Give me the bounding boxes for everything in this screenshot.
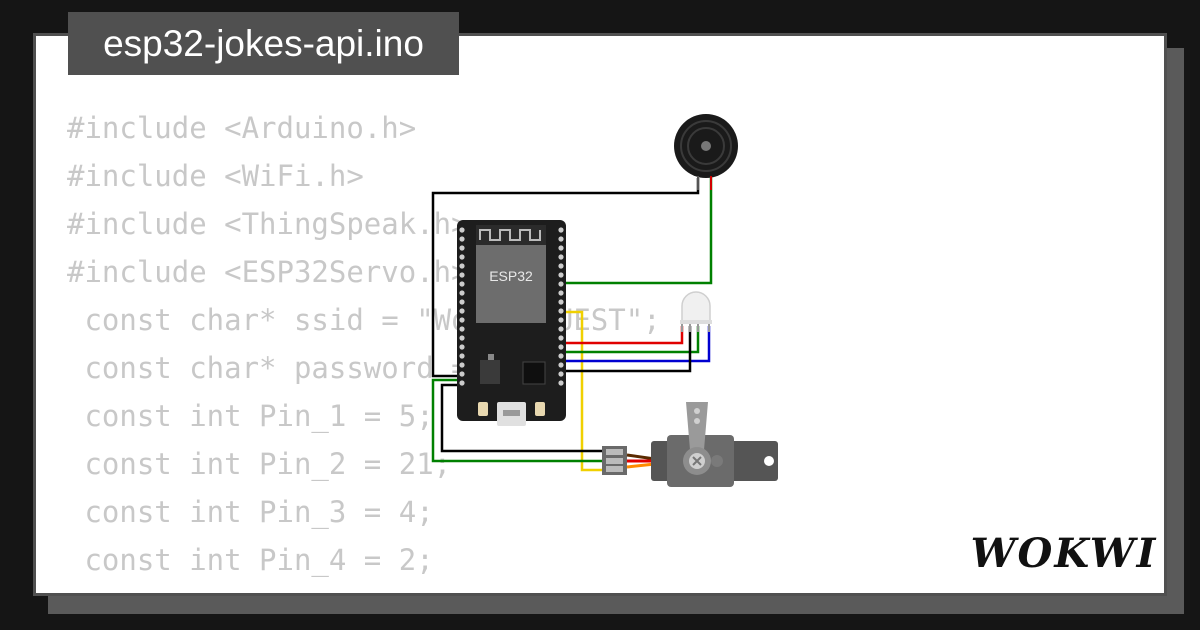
code-line: const int Pin_1 = 5; — [67, 399, 434, 433]
code-line: #include <WiFi.h> — [67, 159, 364, 193]
buzzer[interactable] — [674, 114, 738, 190]
code-line: const int Pin_3 = 4; — [67, 495, 434, 529]
code-line: const int Pin_4 = 2; — [67, 543, 434, 577]
rgb-led[interactable] — [680, 291, 712, 332]
wokwi-logo: WOKWI — [971, 530, 1158, 577]
esp32-chip-label: ESP32 — [489, 268, 533, 284]
esp32-board[interactable]: ESP32 — [457, 220, 566, 426]
code-background: #include <Arduino.h> #include <WiFi.h> #… — [67, 104, 661, 593]
wire-led-gnd — [565, 326, 692, 373]
file-name-tab: esp32-jokes-api.ino — [68, 12, 459, 75]
wire-servo-gnd — [440, 383, 606, 453]
code-line: #include <ESP32Servo.h> — [67, 255, 469, 289]
code-line: const char* ssid = "Wokwi-GUEST"; — [67, 303, 661, 337]
esp32-pins-left — [459, 227, 465, 386]
wire-led-green — [565, 326, 700, 354]
esp32-pins-right — [558, 227, 564, 386]
wire-servo-signal — [565, 310, 606, 472]
project-card[interactable]: #include <Arduino.h> #include <WiFi.h> #… — [33, 33, 1167, 596]
wire-led-blue — [565, 326, 711, 363]
wire-servo-power — [431, 378, 606, 463]
code-line: const int Pin_2 = 21; — [67, 447, 452, 481]
wire-buzzer-signal — [565, 178, 713, 285]
code-line: #include <ThingSpeak.h> — [67, 207, 469, 241]
code-line: #include <Arduino.h> — [67, 111, 417, 145]
servo-motor[interactable] — [602, 402, 778, 487]
code-line: const int Pin_5 = 15; — [67, 584, 661, 593]
